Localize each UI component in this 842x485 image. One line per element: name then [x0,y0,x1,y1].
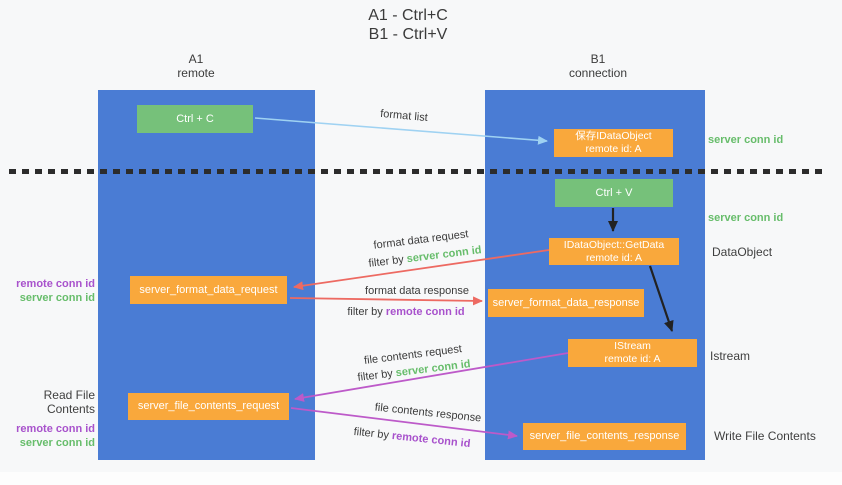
istream-label: Istream [710,349,751,363]
format-list-label: format list [379,107,429,125]
session-divider-dotted-line [9,169,825,174]
file-contents-response-label: file contents response [374,401,482,425]
server-conn-id-label: server conn id [19,437,95,449]
istream-line2: remote id: A [604,353,661,365]
title-line-1: A1 - Ctrl+C [368,7,448,24]
diagram-title: A1 - Ctrl+C B1 - Ctrl+V [0,6,816,44]
ctrl-v-box: Ctrl + V [555,179,673,207]
remote-conn-id-text: remote conn id [391,429,471,451]
lane-b-header: B1 connection [538,52,658,80]
server-conn-id-text: server conn id [406,244,483,266]
getdata-line1: IDataObject::GetData [563,238,665,251]
lane-a-name: A1 [188,52,204,66]
remote-conn-id-label: remote conn id [16,423,95,435]
write-file-contents-label: Write File Contents [714,429,816,443]
server-conn-id-label: server conn id [708,212,784,224]
filter-by-text: filter by [347,306,383,318]
save-idataobject-line2: remote id: A [585,143,642,155]
server-conn-id-label: server conn id [708,134,784,146]
left-conn-ids-format: remote conn id server conn id [0,277,95,305]
format-data-response-label: format data response [365,285,469,297]
lane-b-name: B1 [590,52,606,66]
filter-by-text: filter by [356,367,394,384]
lane-a-header: A1 remote [136,52,256,80]
idataobject-getdata-box: IDataObject::GetData remote id: A [549,238,679,265]
lane-a-subtitle: remote [177,66,215,80]
read-file-contents-label: Read File Contents [43,388,95,416]
getdata-line2: remote id: A [585,251,643,264]
istream-line1: IStream [614,340,651,352]
save-idataobject-box: 保存IDataObject remote id: A [554,129,673,157]
format-data-response-arrow [289,296,483,306]
server-format-data-response-box: server_format_data_response [488,289,644,317]
left-read-file-contents-block: Read File Contents remote conn id server… [0,388,95,450]
server-format-data-request-box: server_format_data_request [130,276,287,304]
lane-b-subtitle: connection [568,66,628,80]
istream-box: IStream remote id: A [568,339,697,367]
bottom-strip [0,472,842,485]
server-file-contents-response-box: server_file_contents_response [523,423,686,450]
ctrl-c-box: Ctrl + C [137,105,253,133]
server-file-contents-request-box: server_file_contents_request [128,393,289,420]
server-conn-id-label: server conn id [19,292,95,304]
remote-conn-id-label: remote conn id [16,278,95,290]
filter-by-text: filter by [367,253,405,270]
remote-conn-id-text: remote conn id [385,306,465,318]
dataobject-label: DataObject [712,245,773,259]
filter-by-text: filter by [353,425,390,442]
title-line-2: B1 - Ctrl+V [368,26,448,43]
save-idataobject-line1: 保存IDataObject [575,130,652,142]
